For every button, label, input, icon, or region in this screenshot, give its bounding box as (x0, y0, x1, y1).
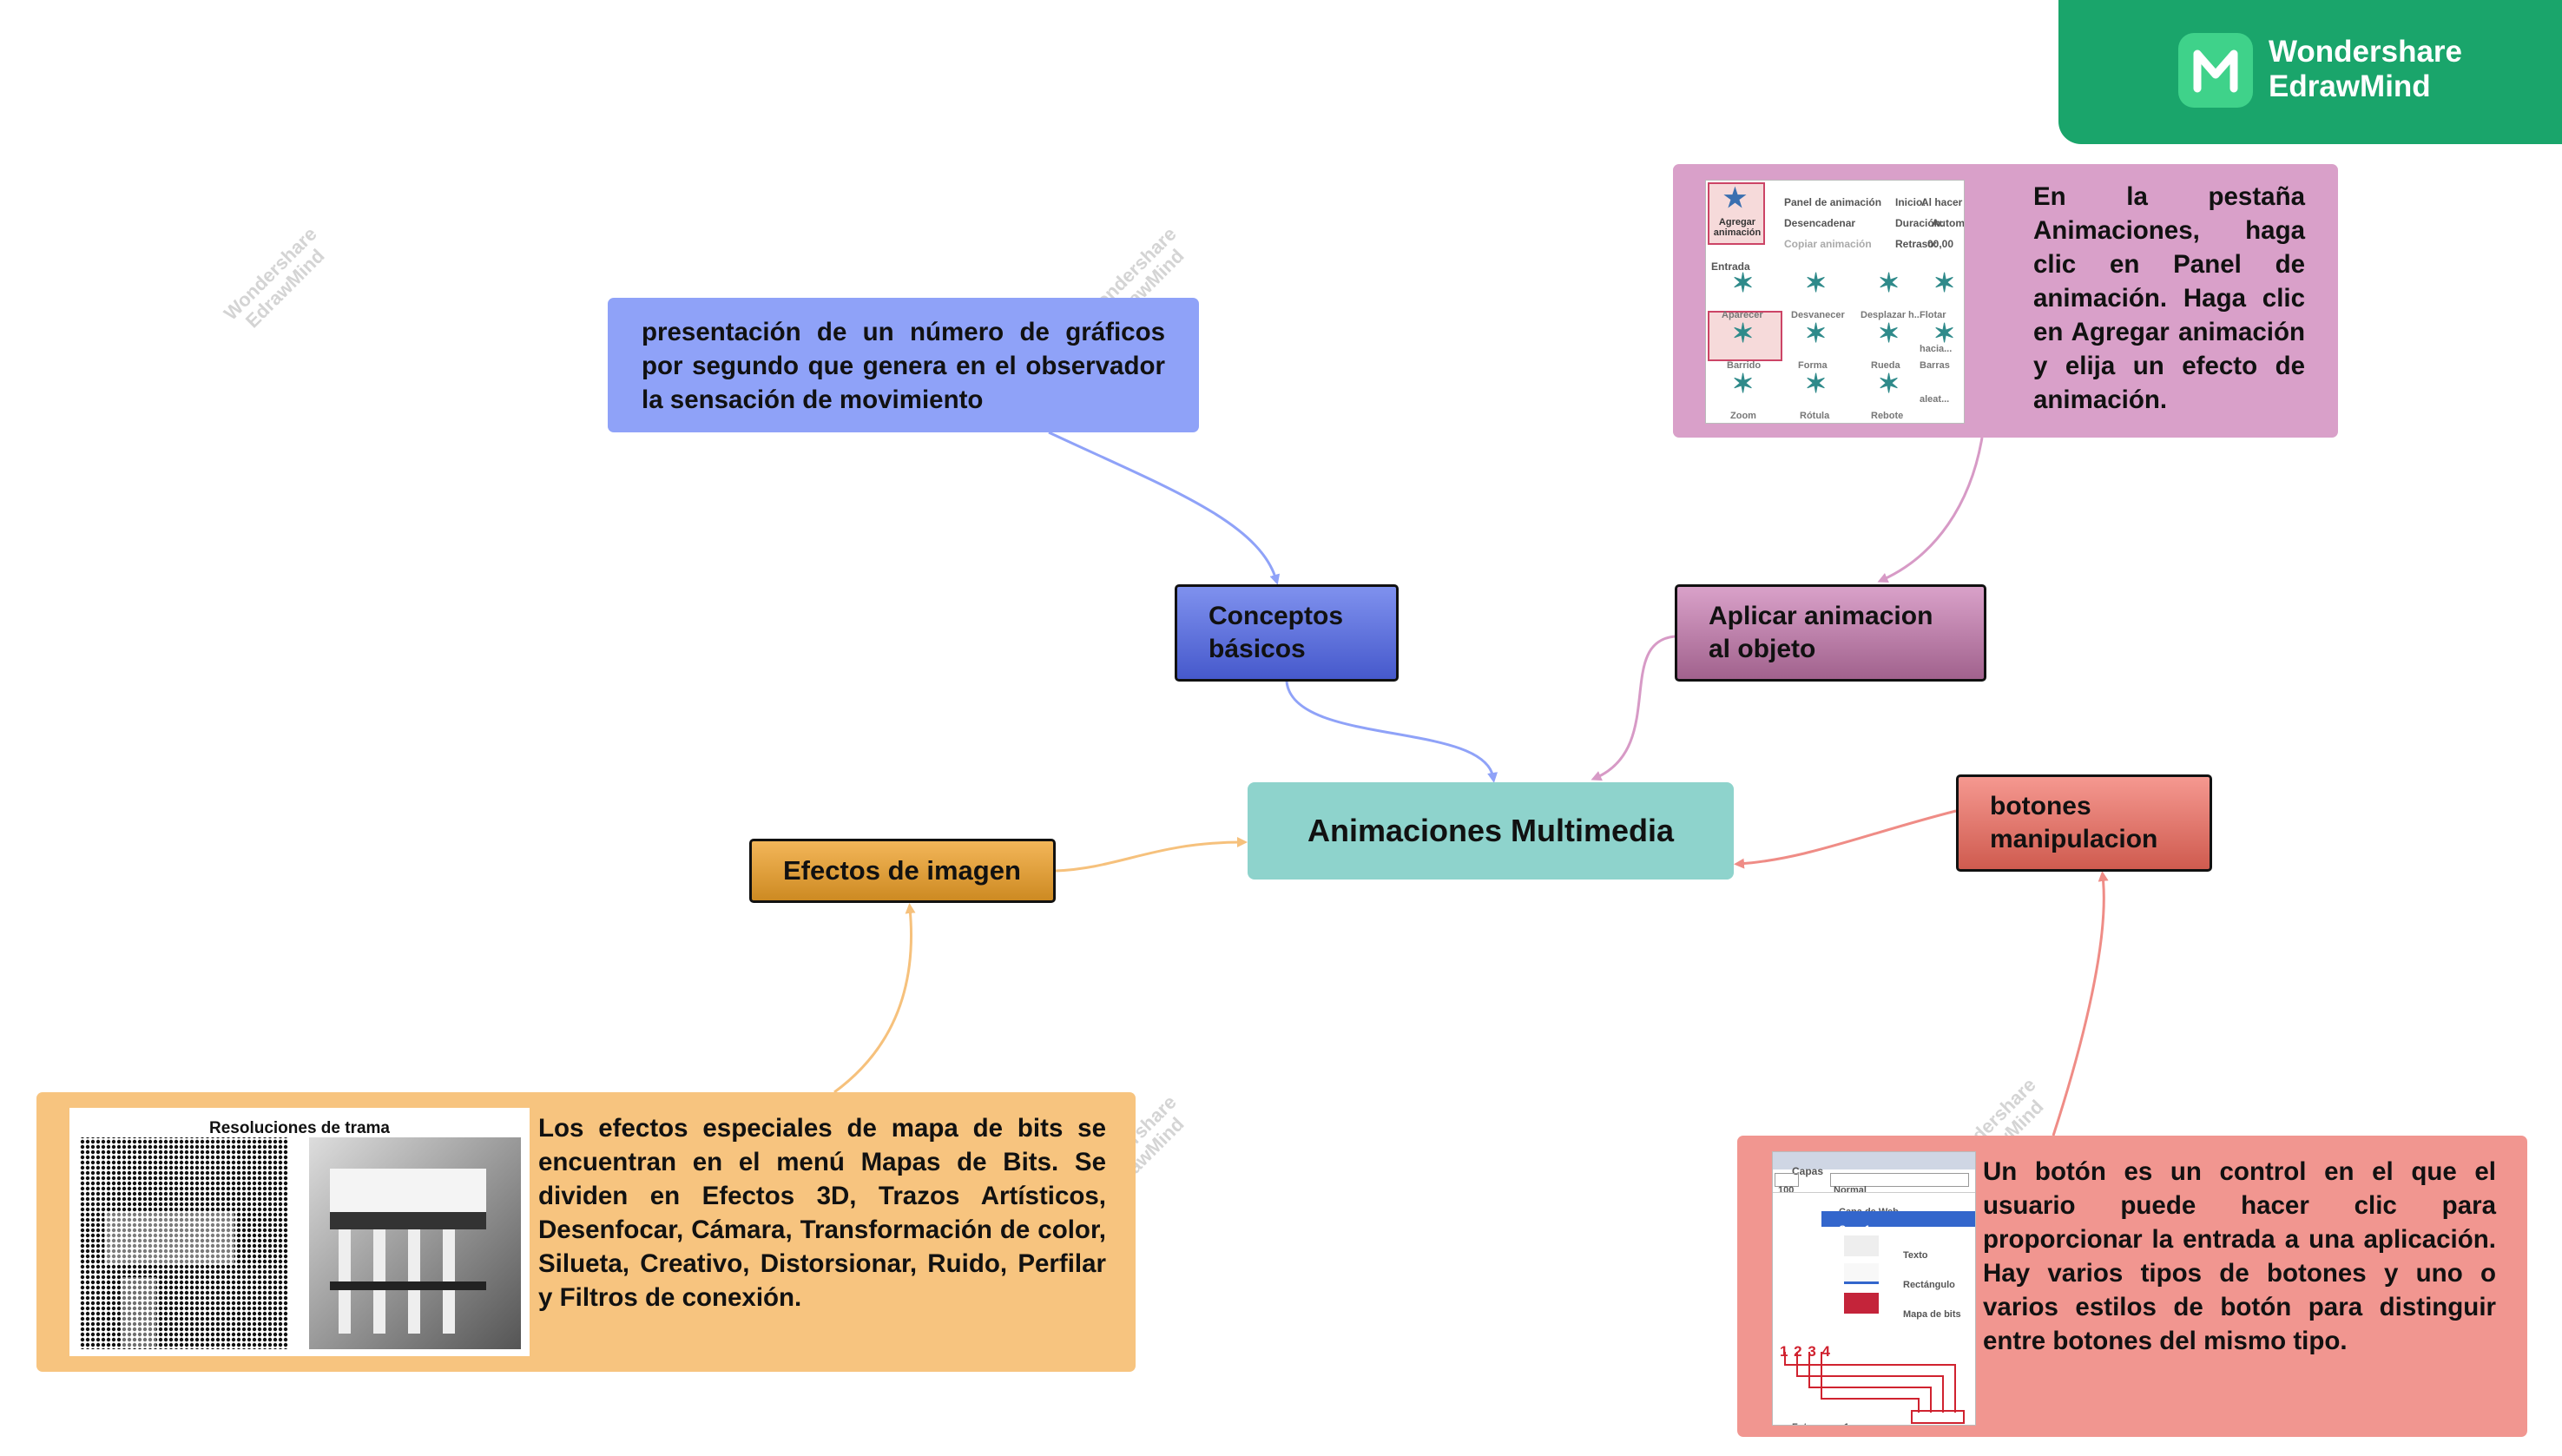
callout-botones[interactable]: Capas 100 Normal Capa de Web Capa 1 Text… (1737, 1136, 2527, 1437)
connector-efectos-central (1055, 837, 1248, 873)
topic-efectos-imagen[interactable]: Efectos de imagen (749, 839, 1056, 903)
connector-conceptos-central (1285, 681, 1498, 783)
callout-conceptos[interactable]: presentación de un número de gráficos po… (608, 298, 1199, 432)
connector-botones-central (1734, 809, 1957, 869)
topic-botones-manipulacion[interactable]: botones manipulacion (1956, 774, 2212, 872)
callout-aplicar-text: En la pestaña Animaciones, haga clic en … (2033, 182, 2305, 414)
callout-aplicar[interactable]: ★ Agregar animación Panel de animación D… (1673, 164, 2338, 438)
topic-aplicar-animacion[interactable]: Aplicar animacion al objeto (1675, 584, 1986, 682)
brand-name: Wondershare EdrawMind (2269, 35, 2463, 103)
connector-callout-aplicar (1877, 437, 1984, 583)
halftone-building-icon (80, 1137, 521, 1349)
connector-callout-efectos (833, 903, 916, 1094)
layer-button-callout-lines (1784, 1352, 1965, 1424)
connector-callout-botones (2052, 871, 2109, 1136)
callout-efectos[interactable]: Resoluciones de trama Los (36, 1092, 1136, 1372)
connector-callout-conceptos (1048, 431, 1281, 585)
trama-resolution-image: Resoluciones de trama (69, 1108, 530, 1356)
animation-panel-image: ★ Agregar animación Panel de animación D… (1705, 180, 1965, 424)
layers-panel-image: Capas 100 Normal Capa de Web Capa 1 Text… (1772, 1151, 1976, 1426)
callout-efectos-text: Los efectos especiales de mapa de bits s… (538, 1114, 1106, 1312)
star-icon: ★ (1723, 184, 1747, 213)
topic-conceptos-basicos[interactable]: Conceptos básicos (1175, 584, 1399, 682)
connector-aplicar-central (1591, 635, 1676, 781)
brand-badge[interactable]: Wondershare EdrawMind (2058, 0, 2562, 144)
callout-botones-text: Un botón es un control en el que el usua… (1983, 1157, 2496, 1355)
central-topic[interactable]: Animaciones Multimedia (1248, 782, 1734, 880)
edrawmind-logo-icon (2178, 33, 2253, 108)
